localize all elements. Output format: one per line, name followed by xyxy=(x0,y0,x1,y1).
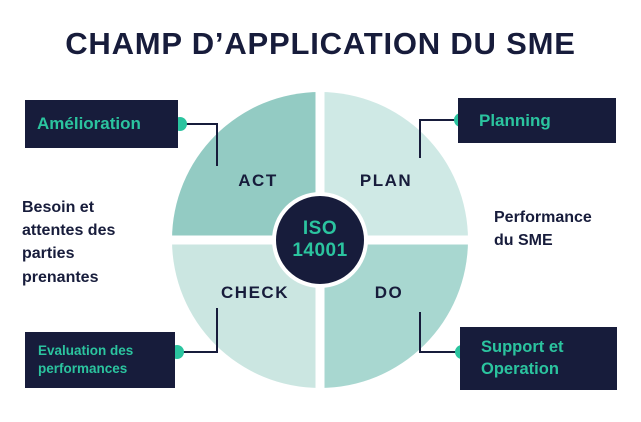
connector-amelioration xyxy=(180,123,218,166)
connector-planning xyxy=(419,119,461,158)
annotation-left-line4: prenantes xyxy=(22,268,99,286)
callout-amelioration-label: Amélioration xyxy=(37,114,141,133)
annotation-right-line2: du SME xyxy=(494,232,553,250)
center-label-line1: ISO xyxy=(302,218,338,240)
annotation-left-line2: attentes des xyxy=(22,222,116,240)
quadrant-plan-shape xyxy=(320,92,468,240)
connector-evaluation xyxy=(177,308,218,353)
label-plan: PLAN xyxy=(359,171,413,190)
label-check: CHECK xyxy=(221,283,289,302)
callout-evaluation: Evaluation des performances xyxy=(25,332,175,388)
page-title: CHAMP D’APPLICATION DU SME xyxy=(65,26,576,61)
callout-support-line1: Support et xyxy=(481,338,564,357)
annotation-right: Performance du SME xyxy=(494,206,592,252)
quadrant-act-shape xyxy=(172,92,320,240)
label-do: DO xyxy=(374,283,404,302)
center-label: ISO 14001 xyxy=(292,218,347,262)
connector-support xyxy=(419,312,462,353)
callout-evaluation-line1: Evaluation des xyxy=(38,342,134,358)
label-act: ACT xyxy=(238,171,278,190)
callout-amelioration: Amélioration xyxy=(25,100,178,148)
annotation-left: Besoin et attentes des parties prenantes xyxy=(22,196,115,289)
callout-planning: Planning xyxy=(458,98,616,143)
center-hub-circle xyxy=(272,192,368,288)
annotation-right-line1: Performance xyxy=(494,209,592,226)
callout-planning-label: Planning xyxy=(479,110,551,130)
quadrant-do-shape xyxy=(320,240,468,388)
callout-evaluation-line2: performances xyxy=(38,361,128,376)
center-label-line2: 14001 xyxy=(292,240,348,261)
callout-support-line2: Operation xyxy=(481,359,559,378)
quadrant-check-shape xyxy=(172,240,320,388)
annotation-left-line3: parties xyxy=(22,245,75,263)
callout-support: Support et Operation xyxy=(460,327,617,390)
annotation-left-line1: Besoin et xyxy=(22,199,95,216)
